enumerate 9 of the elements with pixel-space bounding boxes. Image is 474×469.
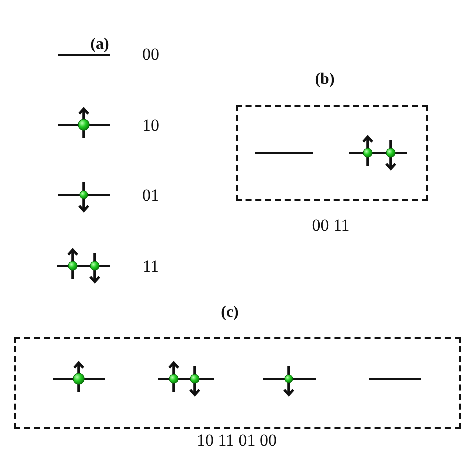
panel-label: (a) [90, 36, 110, 54]
panel-label: (c) [221, 304, 239, 322]
occupation-code: 10 [142, 116, 160, 136]
occupation-code: 00 11 [312, 216, 350, 236]
occupation-code: 11 [142, 257, 160, 277]
occupation-code: 00 [142, 45, 160, 65]
panel-label: (b) [315, 71, 335, 89]
occupation-code: 10 11 01 00 [196, 431, 278, 451]
occupation-code: 01 [142, 186, 160, 206]
